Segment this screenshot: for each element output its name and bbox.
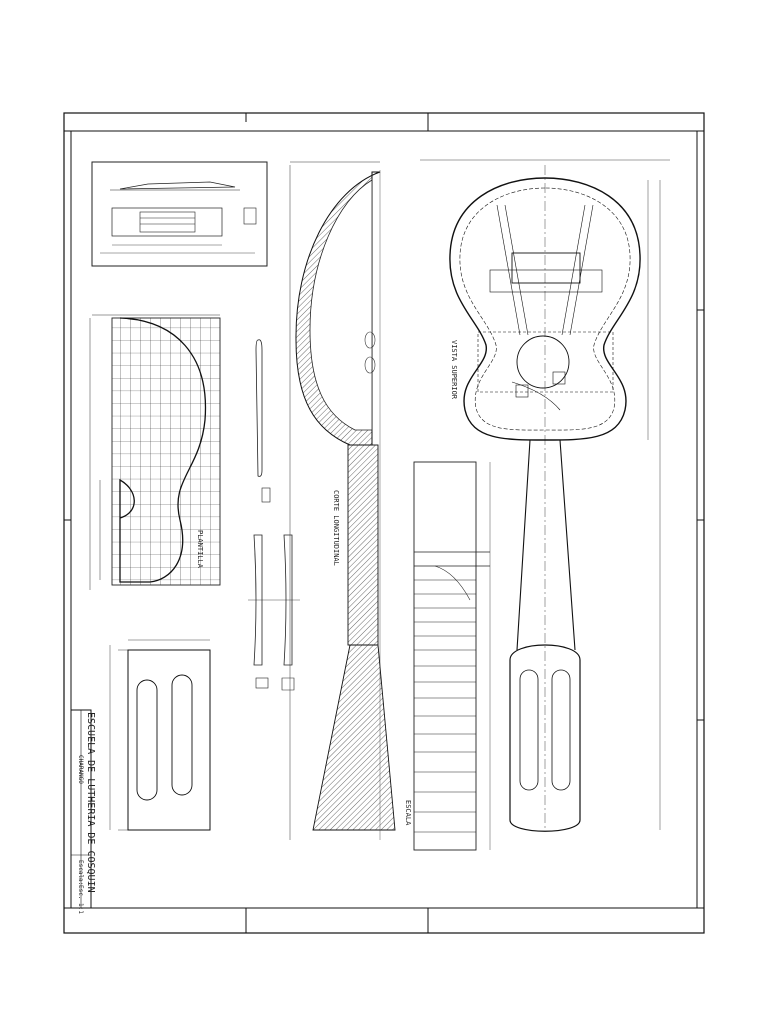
escala-label: ESCALA <box>404 800 412 826</box>
title-block: ESCUELA DE LUTHERIA DE COSQUIN CHARANGO … <box>70 709 96 914</box>
brace-sections <box>248 339 300 691</box>
escala-fretboard: ESCALA <box>404 461 491 851</box>
instrument-name: CHARANGO <box>77 755 84 784</box>
corte-label: CORTE LONGITUDINAL <box>332 490 340 566</box>
sheet-frame <box>63 112 705 934</box>
plantilla-label: PLANTILLA <box>196 530 204 569</box>
bridge-detail <box>91 161 268 267</box>
school-title: ESCUELA DE LUTHERIA DE COSQUIN <box>85 712 96 893</box>
fret-lines <box>414 579 476 833</box>
vista-label: VISTA SUPERIOR <box>450 340 458 400</box>
sheet-scale: Esc. 1:1 <box>77 885 84 914</box>
scale-label: Escala: <box>77 860 84 885</box>
vista-superior: VISTA SUPERIOR <box>420 159 670 832</box>
corte-longitudinal: CORTE LONGITUDINAL <box>289 161 396 840</box>
plantilla-template: PLANTILLA <box>89 314 221 590</box>
headstock-detail <box>109 639 211 831</box>
